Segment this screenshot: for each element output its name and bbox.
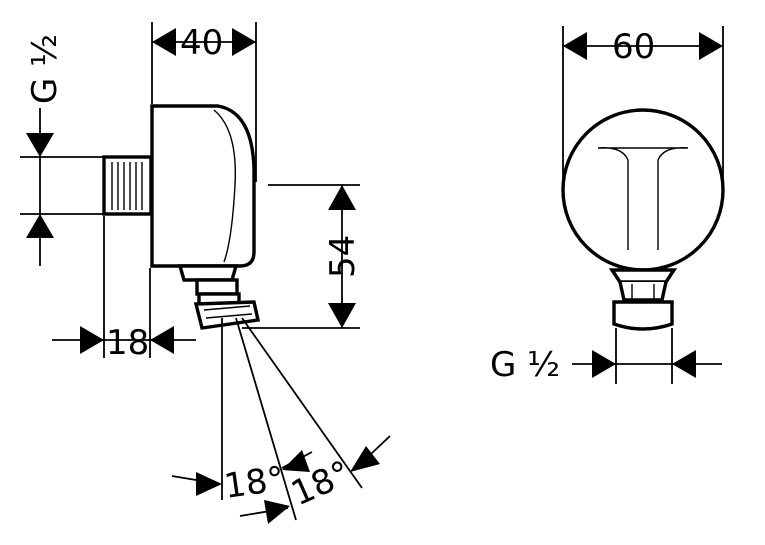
dimension-40: 40 <box>151 22 257 182</box>
dimension-60: 60 <box>562 26 724 180</box>
housing-side <box>150 104 256 268</box>
front-view: 60 G ½ <box>490 26 725 385</box>
housing-front <box>561 108 725 272</box>
dimension-54-label: 54 <box>323 235 363 278</box>
housing-inner-curve <box>213 109 237 263</box>
side-view: 40 G ½ 54 18 <box>20 22 391 524</box>
dimension-60-label: 60 <box>612 27 655 67</box>
dimension-18: 18 <box>52 216 196 363</box>
angle-1-label: 18° <box>222 459 287 507</box>
dimension-thread-front: G ½ <box>490 328 722 385</box>
housing-logo-curve <box>597 147 689 250</box>
outlet-connector <box>177 264 261 330</box>
thread-nipple <box>102 155 153 216</box>
dimension-18-label: 18 <box>106 323 149 363</box>
dimension-thread-side: G ½ <box>20 34 104 266</box>
dimension-40-label: 40 <box>180 23 223 63</box>
outlet-front <box>608 268 678 331</box>
dimension-thread-front-label: G ½ <box>490 345 560 385</box>
dimension-54: 54 <box>242 184 363 329</box>
dimension-thread-side-label: G ½ <box>25 34 65 104</box>
swivel-angle: 18° 18° <box>171 317 391 524</box>
